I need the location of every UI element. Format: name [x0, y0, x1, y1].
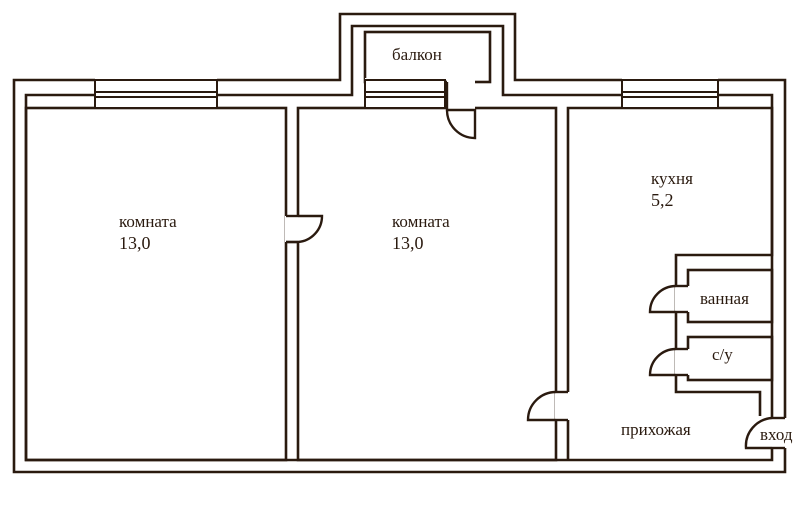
kitchen-name: кухня: [651, 169, 693, 188]
door-room2-hallway: [526, 390, 570, 422]
balcony-label: балкон: [392, 45, 442, 64]
door-entrance: [744, 416, 787, 450]
window-room1: [94, 78, 218, 109]
balcony-door: [445, 78, 477, 140]
kitchen-area: 5,2: [651, 190, 674, 210]
room2-name: комната: [392, 212, 450, 231]
door-room1-room2: [285, 214, 324, 244]
door-bathroom: [648, 284, 690, 314]
hallway-label: прихожая: [621, 420, 691, 439]
room1-name: комната: [119, 212, 177, 231]
toilet-label: с/у: [712, 345, 733, 364]
room1-walls: [24, 106, 288, 462]
window-room2: [364, 78, 446, 109]
right-block-walls: [566, 106, 774, 460]
entrance-label: вход: [760, 425, 793, 444]
room1-area: 13,0: [119, 233, 151, 253]
window-kitchen: [621, 78, 719, 109]
door-toilet: [648, 347, 690, 377]
room2-walls: [296, 106, 558, 462]
bathroom-label: ванная: [700, 289, 749, 308]
room2-area: 13,0: [392, 233, 424, 253]
